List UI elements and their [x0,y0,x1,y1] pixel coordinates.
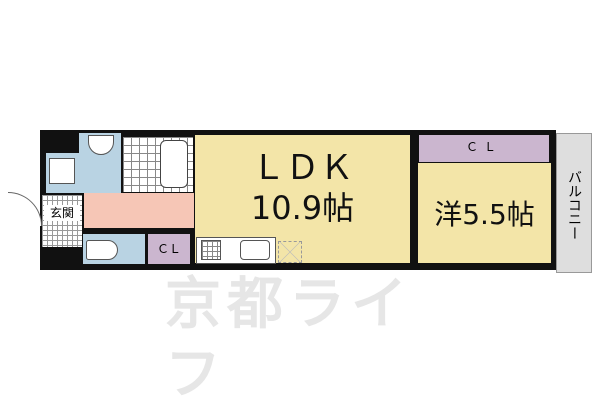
washing-machine-icon [49,158,75,184]
closet-top-label: ＣＬ [465,140,502,154]
stove-icon [201,240,221,260]
balcony [556,133,592,273]
watermark-logo: 京都ライフ [165,272,413,407]
washbasin-icon [88,135,114,155]
entrance-door[interactable] [8,192,42,226]
fridge-space [278,241,302,263]
balcony-label: バルコニー [566,170,582,240]
closet-top [419,135,549,162]
western-room [418,163,551,263]
ldk-title: ＬＤＫ [251,148,354,188]
ldk-size: 10.9帖 [250,189,355,227]
closet-hall-label: ＣＬ [156,242,181,256]
closet-hall [148,234,190,264]
bathtub-icon [160,140,188,188]
sink-icon [240,240,270,260]
toilet-icon [86,240,118,260]
entrance [42,195,82,247]
hallway [84,193,194,228]
western-size: 洋5.5帖 [434,198,535,231]
entrance-label: 玄関 [44,205,80,221]
